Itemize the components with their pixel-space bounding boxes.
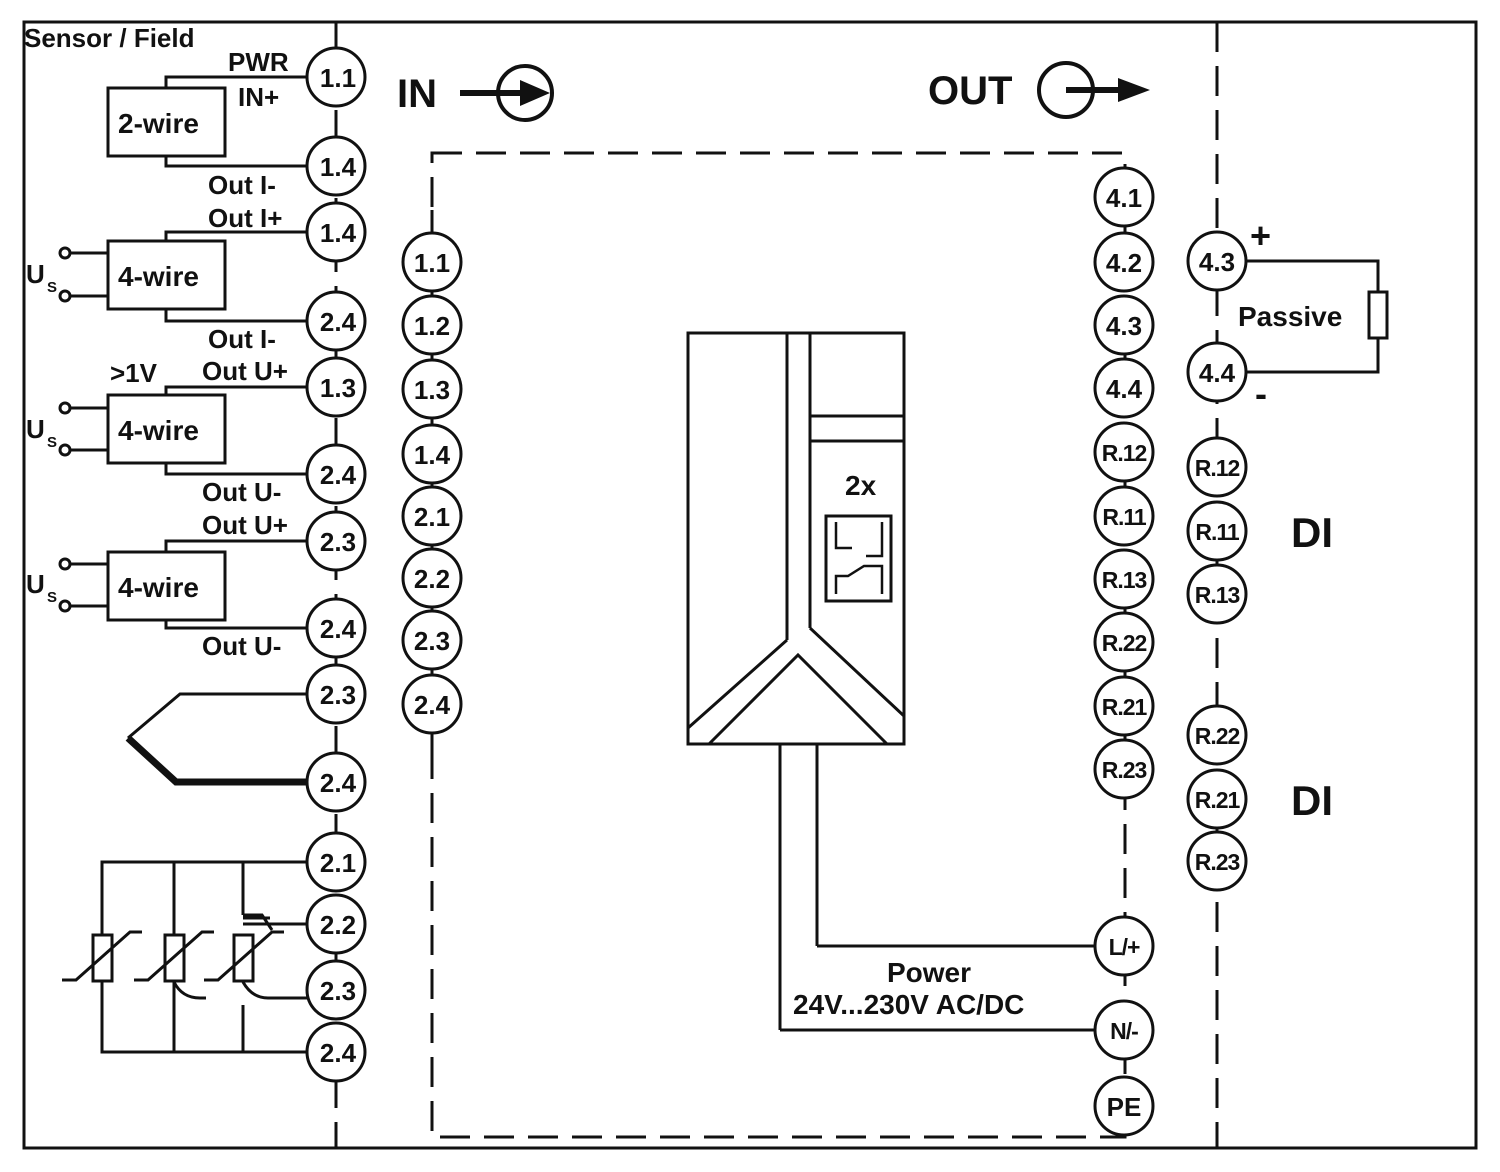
out-u-plus-label-1: Out U+	[202, 356, 288, 386]
four-wire-label-3: 4-wire	[118, 572, 199, 603]
terminal-left: 2.3	[320, 527, 356, 557]
terminal-input: 2.2	[414, 564, 450, 594]
terminal-input: 1.4	[414, 440, 451, 470]
minus-sign: -	[1255, 373, 1267, 414]
four-wire-label-1: 4-wire	[118, 261, 199, 292]
in-label: IN	[397, 72, 437, 116]
us-label-3: U	[26, 569, 45, 599]
terminal-output: N/-	[1110, 1018, 1138, 1044]
terminal-left: 2.4	[320, 768, 357, 798]
in-plus-label: IN+	[238, 82, 279, 112]
terminal-output: 4.3	[1106, 311, 1142, 341]
terminal-output: R.23	[1102, 757, 1147, 783]
out-arrow-icon	[1037, 61, 1150, 119]
terminal-field: R.22	[1195, 723, 1240, 749]
outer-frame	[22, 20, 1478, 1150]
out-i-minus-label-1: Out I-	[208, 170, 276, 200]
rtd-group	[62, 860, 308, 1054]
terminal-input: 2.1	[414, 502, 450, 532]
wire-out-u-minus-2	[164, 620, 308, 630]
terminal-output: R.13	[1102, 567, 1147, 593]
terminal-field: 4.4	[1199, 358, 1236, 388]
us-sub-1: S	[47, 279, 57, 296]
terminal-left: 2.2	[320, 910, 356, 940]
sensor-field-label: Sensor / Field	[24, 23, 195, 53]
terminal-output: 4.2	[1106, 248, 1142, 278]
terminal-left: 2.1	[320, 848, 356, 878]
us-label-1: U	[26, 259, 45, 289]
terminal-output: PE	[1107, 1092, 1142, 1122]
terminal-left: 2.3	[320, 976, 356, 1006]
gt-1v-label: >1V	[110, 358, 158, 388]
out-label: OUT	[928, 69, 1012, 113]
terminal-input: 2.4	[414, 690, 451, 720]
terminal-field: R.13	[1195, 582, 1240, 608]
terminal-field: R.23	[1195, 849, 1240, 875]
terminal-field: R.21	[1195, 787, 1241, 813]
terminal-left: 1.4	[320, 218, 357, 248]
wire-out-u-minus-1	[164, 463, 308, 476]
us-label-2: U	[26, 414, 45, 444]
terminal-output: L/+	[1109, 934, 1140, 960]
terminal-circles	[305, 46, 1248, 1137]
out-i-minus-label-2: Out I-	[208, 324, 276, 354]
four-wire-label-2: 4-wire	[118, 415, 199, 446]
out-u-plus-label-2: Out U+	[202, 510, 288, 540]
terminal-output: 4.4	[1106, 374, 1143, 404]
terminal-output: R.22	[1102, 630, 1147, 656]
terminal-input: 2.3	[414, 626, 450, 656]
module-symbol	[686, 331, 1096, 1032]
wire-out-u-plus-1	[164, 385, 308, 395]
terminal-input: 1.1	[414, 248, 450, 278]
terminal-output: R.12	[1102, 440, 1147, 466]
di-label-2: DI	[1291, 777, 1333, 824]
terminal-input: 1.3	[414, 375, 450, 405]
terminal-left: 2.3	[320, 680, 356, 710]
terminal-field: R.12	[1195, 455, 1240, 481]
power-title: Power	[887, 957, 971, 988]
wire-out-u-plus-2	[164, 539, 308, 552]
terminal-left: 1.4	[320, 152, 357, 182]
in-arrow-icon	[460, 64, 554, 122]
power-spec: 24V...230V AC/DC	[793, 989, 1024, 1020]
terminal-left: 1.3	[320, 373, 356, 403]
out-u-minus-label-1: Out U-	[202, 477, 281, 507]
us-sub-2: S	[47, 434, 57, 451]
terminal-left: 2.4	[320, 614, 357, 644]
terminal-left: 2.4	[320, 460, 357, 490]
wire-pwr	[164, 75, 308, 88]
two-wire-label: 2-wire	[118, 108, 199, 139]
plus-sign: +	[1250, 215, 1271, 256]
di-label-1: DI	[1291, 509, 1333, 556]
terminal-output: 4.1	[1106, 183, 1142, 213]
pwr-label: PWR	[228, 47, 289, 77]
out-i-plus-label: Out I+	[208, 203, 282, 233]
terminal-field: 4.3	[1199, 247, 1235, 277]
terminal-output: R.11	[1102, 504, 1147, 530]
passive-label: Passive	[1238, 301, 1342, 332]
terminal-output: R.21	[1102, 694, 1148, 720]
wire-out-i-plus	[164, 230, 308, 241]
thermocouple-minus-lead	[125, 735, 308, 786]
wire-out-i-minus-2	[164, 309, 308, 323]
thermocouple-plus-lead	[127, 692, 308, 740]
terminal-left: 2.4	[320, 307, 357, 337]
us-sub-3: S	[47, 589, 57, 606]
wire-out-i-minus-1	[164, 156, 308, 168]
relay-count-label: 2x	[845, 470, 877, 501]
out-u-minus-label-2: Out U-	[202, 631, 281, 661]
terminal-left: 2.4	[320, 1038, 357, 1068]
terminal-left: 1.1	[320, 63, 356, 93]
terminal-field: R.11	[1195, 519, 1240, 545]
passive-load	[1247, 259, 1389, 374]
terminal-input: 1.2	[414, 311, 450, 341]
